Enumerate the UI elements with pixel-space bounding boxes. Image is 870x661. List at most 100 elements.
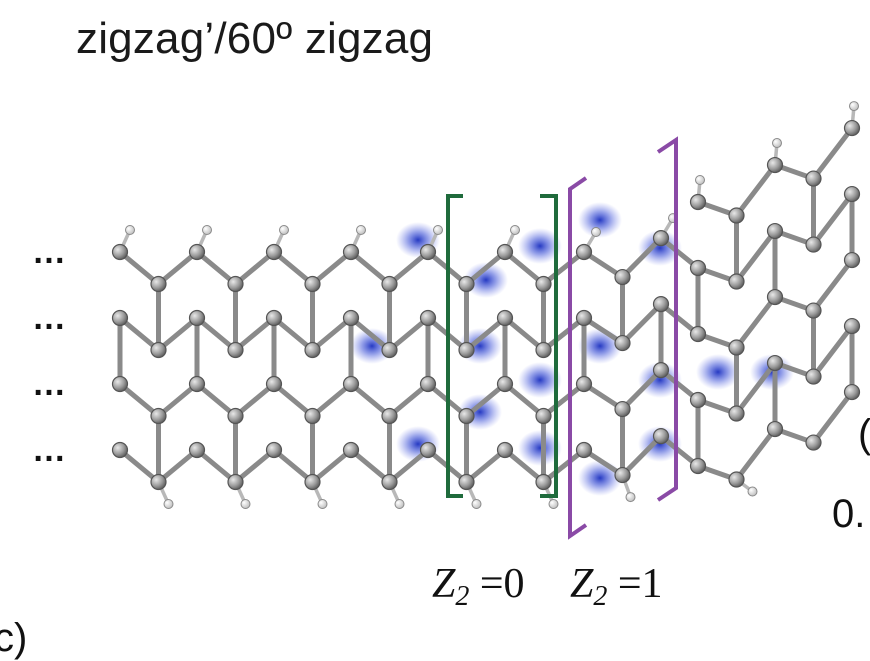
- carbon-atom: [766, 222, 784, 240]
- hydrogen-atom: [433, 225, 443, 235]
- hydrogen-atom: [591, 227, 601, 237]
- cc-bond: [464, 249, 508, 287]
- carbon-atom: [150, 275, 167, 293]
- carbon-atom: [652, 296, 670, 313]
- z2-one-label: Z2 =1: [570, 560, 663, 613]
- cropped-text-panel-label: c): [0, 616, 28, 660]
- cc-bond: [271, 447, 315, 485]
- carbon-atom: [535, 473, 552, 491]
- carbon-atom: [111, 309, 129, 327]
- electron-density-blob: [638, 230, 682, 266]
- hydrogen-atom: [317, 499, 328, 509]
- ellipsis-row-3: …: [32, 365, 67, 403]
- cc-bond: [348, 249, 392, 287]
- carbon-atom: [805, 368, 822, 385]
- carbon-atom: [805, 302, 822, 319]
- carbon-atom: [304, 341, 321, 359]
- cropped-text-right-upper: (: [858, 412, 870, 456]
- carbon-atom: [150, 473, 167, 491]
- electron-density-blob: [518, 228, 562, 264]
- carbon-atom: [458, 341, 475, 359]
- cc-bond: [502, 447, 546, 485]
- cc-bond: [310, 315, 354, 353]
- hydrogen-atom: [747, 486, 758, 497]
- bracket-layer: [446, 136, 678, 540]
- carbon-atom: [265, 375, 283, 393]
- carbon-atom: [614, 334, 631, 352]
- carbon-atom: [188, 441, 206, 459]
- carbon-atom: [150, 341, 167, 359]
- cropped-text-right-lower: 0.: [832, 492, 866, 536]
- z2-symbol: Z: [432, 561, 456, 607]
- cc-bond: [734, 162, 778, 219]
- carbon-atom: [419, 441, 437, 459]
- z2-one-bracket: [568, 136, 678, 540]
- electron-density-blob: [578, 202, 622, 238]
- carbon-atom: [496, 243, 514, 261]
- cc-bond: [811, 125, 855, 182]
- carbon-atom: [342, 441, 360, 459]
- cc-bond: [464, 315, 508, 353]
- carbon-atom: [766, 156, 784, 174]
- cc-bond: [620, 301, 664, 346]
- carbon-atom: [728, 273, 745, 290]
- carbon-atom: [689, 457, 707, 475]
- cc-bond: [348, 315, 392, 353]
- carbon-atom: [381, 473, 398, 491]
- carbon-atom: [496, 375, 514, 393]
- carbon-atom: [614, 268, 631, 286]
- cc-bond: [734, 360, 778, 417]
- ellipsis-row-1: …: [32, 233, 67, 271]
- carbon-atom: [150, 407, 167, 425]
- cc-bond: [233, 381, 277, 419]
- cc-bond: [117, 447, 161, 485]
- cc-bond: [271, 315, 315, 353]
- hydrogen-atom: [202, 225, 212, 235]
- carbon-atom: [111, 441, 129, 459]
- carbon-atom: [652, 428, 670, 445]
- cc-bond: [387, 315, 431, 353]
- carbon-atom: [843, 251, 861, 269]
- carbon-atom: [304, 275, 321, 293]
- hydrogen-atom: [849, 101, 859, 112]
- z2-subscript: 2: [455, 581, 470, 612]
- cc-bond: [194, 315, 238, 353]
- carbon-atom: [805, 236, 822, 253]
- cc-bond: [387, 381, 431, 419]
- carbon-atom: [535, 275, 552, 293]
- hydrogen-atom: [394, 499, 405, 509]
- cc-bond: [387, 249, 431, 287]
- cc-bond: [194, 447, 238, 485]
- carbon-atom: [227, 473, 244, 491]
- carbon-atom: [575, 309, 593, 327]
- carbon-atom: [265, 441, 283, 459]
- carbon-atom: [458, 473, 475, 491]
- z2-zero-bracket: [446, 194, 558, 498]
- carbon-atom: [419, 375, 437, 393]
- carbon-atom: [766, 288, 784, 306]
- carbon-atom: [805, 434, 822, 451]
- carbon-atom: [728, 207, 745, 224]
- carbon-atom: [689, 193, 707, 211]
- electron-density-blob: [518, 362, 562, 398]
- carbon-atom: [805, 170, 822, 187]
- atom-layer: [111, 101, 861, 509]
- carbon-atom: [689, 391, 707, 409]
- carbon-atom: [381, 275, 398, 293]
- cc-bond: [233, 249, 277, 287]
- carbon-atom: [843, 317, 861, 335]
- carbon-atom: [458, 275, 475, 293]
- cc-bond: [464, 447, 508, 485]
- carbon-atom: [728, 405, 745, 422]
- cc-bond: [541, 249, 587, 287]
- cc-bond: [194, 381, 238, 419]
- carbon-atom: [188, 243, 206, 261]
- ellipsis-row-2: …: [32, 299, 67, 337]
- carbon-atom: [843, 119, 861, 137]
- hydrogen-atom: [471, 499, 482, 509]
- cc-bond: [734, 426, 778, 483]
- carbon-atom: [614, 400, 631, 418]
- z2-value: =1: [617, 561, 663, 607]
- carbon-atom: [188, 375, 206, 393]
